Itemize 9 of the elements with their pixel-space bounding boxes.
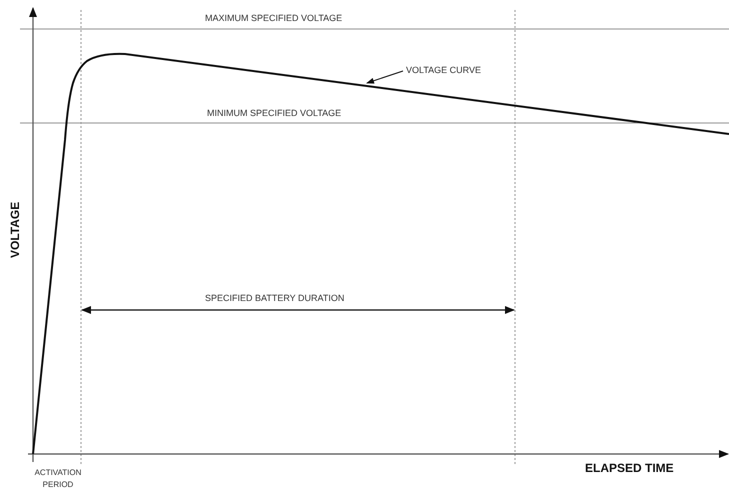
axis-title: VOLTAGE — [10, 202, 21, 258]
leader-line — [366, 70, 404, 84]
reference-label: MAXIMUM SPECIFIED VOLTAGE — [205, 13, 342, 24]
voltage-curve — [32, 52, 729, 454]
axis-note: ACTIVATION PERIOD — [34, 467, 82, 491]
callout-text: VOLTAGE CURVE — [406, 65, 482, 76]
dimension-label: SPECIFIED BATTERY DURATION — [205, 293, 344, 304]
reference-label: MINIMUM SPECIFIED VOLTAGE — [207, 108, 342, 119]
axis-title: ELAPSED TIME — [585, 463, 674, 474]
